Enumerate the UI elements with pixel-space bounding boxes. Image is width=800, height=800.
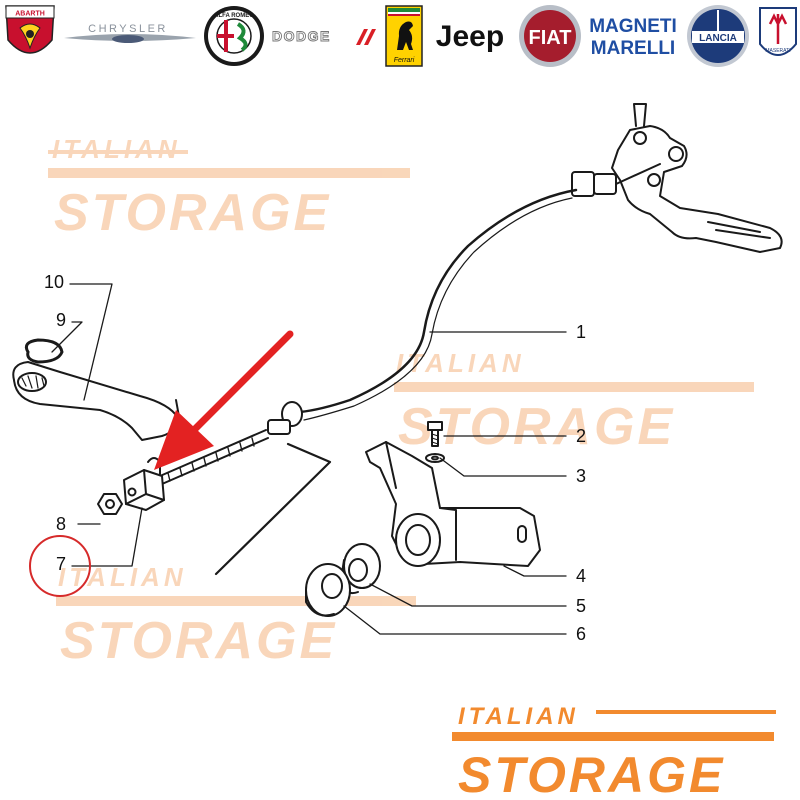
watermark-bottom-line1: ITALIAN	[58, 562, 187, 592]
alfa-romeo-logo: ALFA ROMEO	[204, 6, 264, 66]
support-bracket	[365, 441, 541, 567]
watermark-top: ITALIAN STORAGE	[48, 134, 410, 242]
alfa-romeo-logo-text: ALFA ROMEO	[214, 13, 254, 19]
abarth-logo: ABARTH	[5, 5, 55, 54]
maserati-logo: MASERATI	[759, 7, 797, 56]
chrysler-logo: CHRYSLER	[64, 23, 196, 43]
logo-line1: ITALIAN	[458, 703, 579, 730]
fiat-logo-text: FIAT	[529, 27, 572, 49]
threaded-rod	[159, 429, 269, 485]
brand-logo-bar: ABARTH CHRYSLER ALFA ROMEO DODGE	[5, 5, 797, 67]
fiat-logo: FIAT	[519, 5, 581, 67]
release-lever	[12, 361, 188, 441]
lancia-logo-text: LANCIA	[699, 33, 737, 44]
red-arrow	[154, 330, 294, 470]
watermark-middle: ITALIAN STORAGE	[394, 348, 754, 456]
dodge-logo: DODGE	[272, 28, 376, 45]
cable-end-fitting	[571, 163, 661, 197]
callout-9: 9	[56, 310, 66, 330]
bolt	[427, 421, 443, 447]
callout-1: 1	[576, 322, 586, 342]
logo-line2: STORAGE	[458, 747, 725, 800]
ferrari-logo: Ferrari	[385, 5, 423, 67]
lancia-logo: LANCIA	[687, 5, 749, 67]
callout-4: 4	[576, 566, 586, 586]
chrysler-logo-text: CHRYSLER	[88, 23, 168, 35]
maserati-logo-text: MASERATI	[765, 48, 790, 54]
circlip	[24, 338, 64, 364]
watermark-bottom-line2: STORAGE	[60, 612, 337, 670]
callout-3: 3	[576, 466, 586, 486]
callout-8: 8	[56, 514, 66, 534]
clutch-cable	[298, 188, 578, 414]
watermark-top-line1: ITALIAN	[52, 134, 181, 164]
abarth-logo-text: ABARTH	[15, 11, 45, 18]
highlight-circle	[29, 535, 91, 597]
callout-10: 10	[44, 272, 64, 292]
jeep-logo-text: Jeep	[436, 20, 504, 53]
washer	[425, 453, 445, 463]
callout-7: 7	[56, 554, 66, 574]
callout-2: 2	[576, 426, 586, 446]
watermark-bottom: ITALIAN STORAGE	[56, 562, 416, 670]
callout-leaders	[51, 283, 567, 635]
callout-5: 5	[576, 596, 586, 616]
jeep-logo: Jeep	[436, 20, 504, 53]
magneti-logo-text: MAGNETI	[589, 16, 677, 37]
marelli-logo-text: MARELLI	[591, 38, 675, 59]
watermark-middle-line2: STORAGE	[398, 398, 675, 456]
pad	[305, 563, 351, 617]
cable-mid-fitting	[267, 401, 303, 435]
cable-clip-bracket	[123, 457, 165, 511]
watermark-group: ITALIAN STORAGE ITALIAN STORAGE ITALIAN …	[48, 134, 754, 670]
nut	[97, 493, 123, 515]
callout-labels: 1 2 3 4 5 6 7 8 9 10	[44, 272, 586, 644]
clutch-pedal-assembly	[611, 103, 783, 253]
dodge-logo-text: DODGE	[272, 28, 331, 44]
callout-6: 6	[576, 624, 586, 644]
watermark-top-line2: STORAGE	[54, 184, 331, 242]
magneti-marelli-logo: MAGNETI MARELLI	[589, 16, 677, 59]
ferrari-logo-text: Ferrari	[394, 57, 415, 64]
line-art	[12, 103, 783, 635]
italian-storage-logo: ITALIAN STORAGE	[452, 703, 776, 800]
